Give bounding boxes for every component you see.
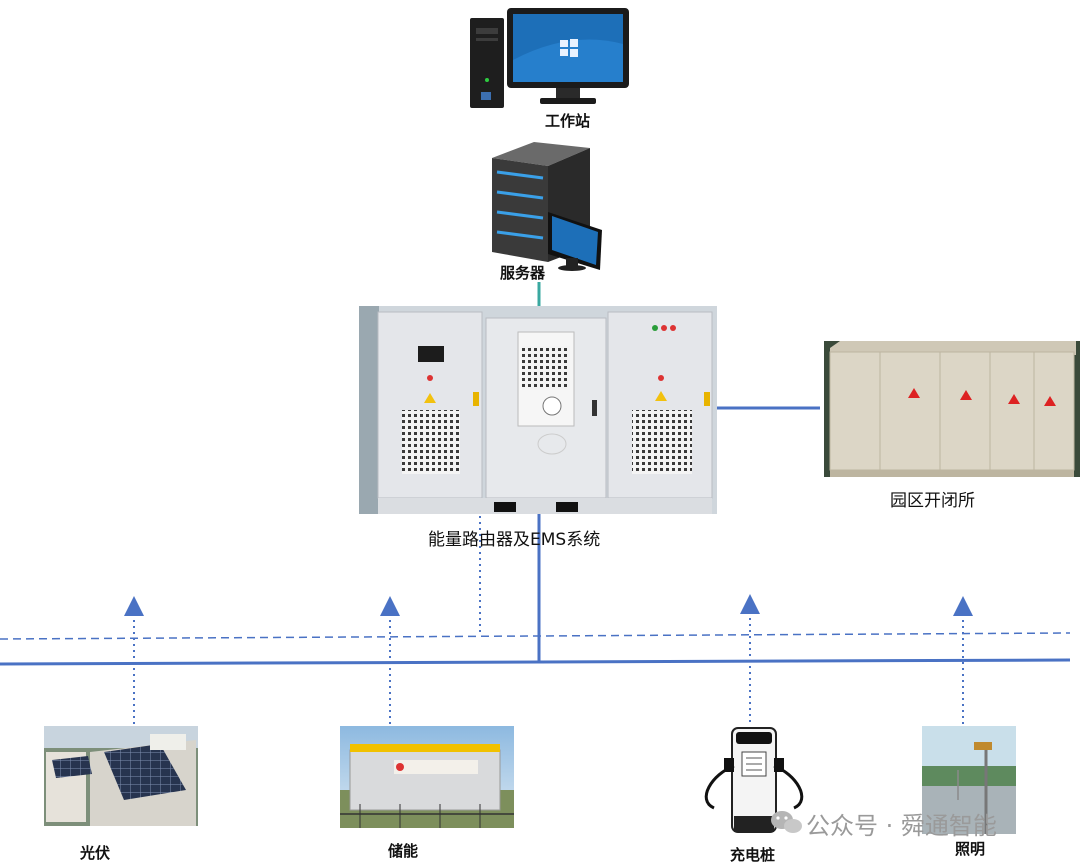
router-label: 能量路由器及EMS系统	[428, 530, 601, 550]
lighting-label: 照明	[955, 840, 986, 858]
dc-power-bus	[0, 658, 1071, 666]
storage-label: 储能	[388, 842, 419, 860]
workstation-icon	[470, 8, 629, 108]
wechat-icon	[771, 811, 802, 833]
lighting-photo	[922, 726, 1016, 834]
pv-label: 光伏	[80, 844, 111, 862]
pv-photo	[44, 726, 198, 826]
storage-photo	[340, 726, 514, 828]
server-icon	[492, 142, 602, 271]
charger-pile	[704, 727, 804, 833]
server-label: 服务器	[500, 264, 546, 282]
communication-bus	[0, 632, 1071, 640]
energy-router-cabinet	[359, 306, 717, 514]
charger-label: 充电桩	[730, 846, 776, 864]
substation-label: 园区开闭所	[890, 491, 975, 511]
substation-building	[824, 341, 1080, 477]
watermark-text: 公众号 · 舜通智能	[806, 812, 997, 840]
workstation-label: 工作站	[545, 112, 591, 130]
